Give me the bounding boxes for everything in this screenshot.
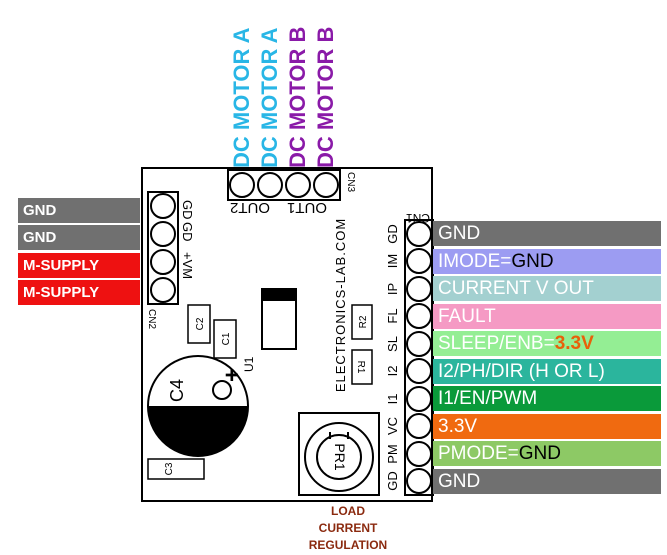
r2-component [351, 304, 373, 340]
right-label-imode: IMODE=GND [433, 249, 661, 274]
right-label-text: SLEEP/ENB= [438, 333, 555, 354]
cn1-pin-ip: IP [385, 283, 400, 295]
cn3-label: CN3 [345, 172, 356, 192]
right-label-text: GND [438, 223, 481, 244]
right-label-text: CURRENT V OUT [438, 278, 594, 299]
top-label-motor-b-2: DC MOTOR B [313, 26, 338, 168]
right-label-i1-en-pwm: I1/EN/PWM [433, 386, 661, 411]
right-label-gnd-top: GND [433, 221, 661, 246]
caption-line-2: CURRENT [318, 521, 378, 535]
pr1-label: PR1 [332, 443, 348, 470]
caption-line-1: LOAD [331, 504, 365, 518]
right-label-i2-ph-dir: I2/PH/DIR (H OR L) [433, 359, 661, 384]
left-label-gnd-2: GND [18, 225, 140, 250]
cn1-pin-fl: FL [385, 308, 400, 323]
right-label-fault: FAULT [433, 304, 661, 329]
right-label-text: IMODE= [438, 251, 512, 272]
c1-label: C1 [221, 332, 232, 345]
cn2-gd-1: GD [180, 200, 195, 220]
left-label-gnd-1: GND [18, 198, 140, 223]
right-label-text: PMODE= [438, 443, 519, 464]
cn2-header [147, 191, 179, 305]
top-label-motor-a-1: DC MOTOR A [229, 27, 254, 168]
caption-line-3: REGULATION [308, 538, 388, 552]
c2-label: C2 [195, 317, 206, 330]
cn3-header [227, 169, 341, 201]
out1-label: OUT1 [287, 199, 327, 216]
cn1-pin-labels: GD IM IP FL SL I2 I1 VC PM GD [385, 224, 400, 491]
c3-label: C3 [164, 462, 175, 475]
url-label: ELECTRONICS-LAB.COM [333, 218, 348, 392]
right-label-text: I1/EN/PWM [438, 388, 538, 409]
top-label-motor-a-2: DC MOTOR A [257, 27, 282, 168]
cn1-pin-i2: I2 [385, 366, 400, 377]
r1-component [351, 349, 373, 385]
cn1-pin-gd-top: GD [385, 224, 400, 244]
right-label-pmode: PMODE=GND [433, 441, 661, 466]
left-label-msupply-1: M-SUPPLY [18, 253, 140, 278]
cn1-pin-im: IM [385, 254, 400, 268]
pr1-potentiometer [298, 412, 380, 496]
cn1-pin-gd-bottom: GD [385, 471, 400, 491]
u1-chip-tab [262, 289, 296, 301]
c1-component [213, 319, 237, 359]
right-label-value: GND [518, 443, 562, 464]
top-label-motor-b-1: DC MOTOR B [285, 26, 310, 168]
c4-capacitor [147, 355, 249, 457]
right-label-text: FAULT [438, 306, 496, 327]
cn1-pin-sl: SL [385, 336, 400, 352]
right-label-text: GND [438, 471, 481, 492]
cn1-pin-i1: I1 [385, 394, 400, 405]
cn1-pin-vc: VC [385, 417, 400, 435]
right-label-gnd-bottom: GND [433, 469, 661, 494]
c2-component [187, 304, 211, 344]
load-current-regulation-caption: LOAD CURRENT REGULATION [288, 503, 408, 554]
u1-label: U1 [242, 356, 256, 372]
right-label-text: 3.3V [438, 416, 478, 437]
left-label-msupply-2: M-SUPPLY [18, 280, 140, 305]
c4-label: C4 [167, 379, 187, 402]
c3-component [147, 458, 205, 480]
cn1-header [404, 219, 434, 496]
out2-label: OUT2 [230, 199, 270, 216]
right-label-value: GND [511, 251, 554, 272]
cn1-pin-pm: PM [385, 444, 400, 464]
right-label-text: I2/PH/DIR (H OR L) [438, 361, 605, 382]
cn2-gd-2: GD [180, 222, 195, 242]
r1-label: R1 [355, 361, 366, 374]
cn1-label: CN1 [406, 211, 430, 225]
cn2-label: CN2 [146, 309, 157, 329]
c4-plus: + [219, 368, 246, 382]
right-label-3v3: 3.3V [433, 414, 661, 439]
right-label-value: 3.3V [554, 333, 594, 354]
right-label-current-v-out: CURRENT V OUT [433, 276, 661, 301]
r2-label: R2 [358, 315, 369, 328]
right-label-sleep: SLEEP/ENB=3.3V [433, 331, 661, 356]
cn2-vm-1: +VM [180, 252, 195, 279]
